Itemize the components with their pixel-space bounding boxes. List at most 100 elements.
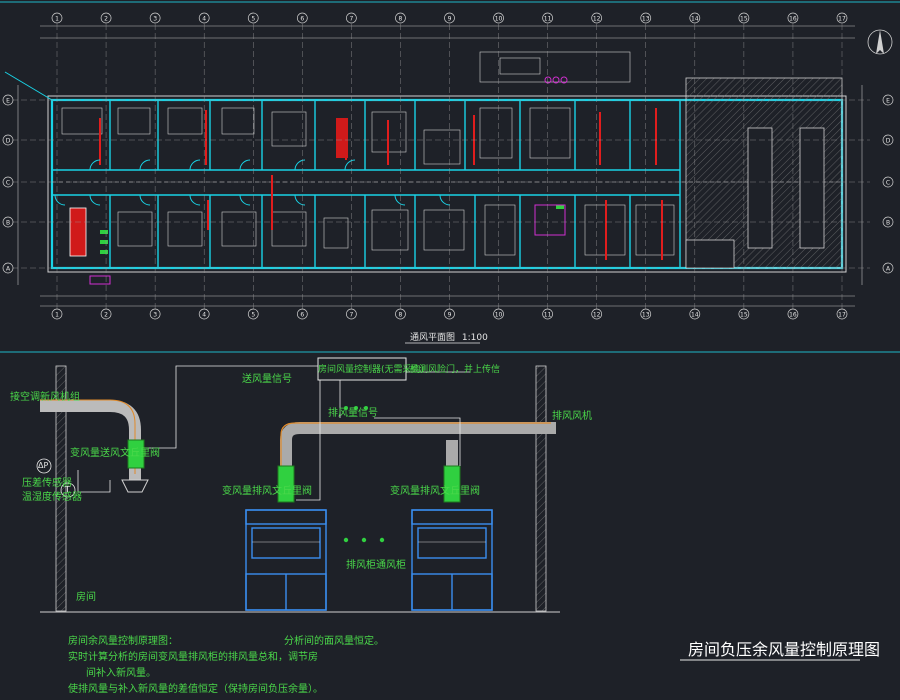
axis-bubble [346,12,357,24]
supply-venturi-valve [127,439,145,469]
axis-label-col: 6 [300,16,304,23]
axis-bubble [787,308,799,320]
axis-bubble [2,134,14,146]
axis-bubble [100,308,112,320]
axis-bubble [591,12,603,24]
room-controller-box [317,357,407,381]
axis-label-row: B [6,220,10,227]
axis-label-row: A [886,266,891,273]
axis-bubble [493,308,504,320]
label-exhaust-valve-right: 变风量排风文丘里阀 [390,486,480,497]
note-line-1: 房间余风量控制原理图： [68,636,178,647]
axis-label-row: E [886,98,890,105]
axis-label-col: 2 [104,312,108,319]
axis-bubble [738,12,750,24]
axis-bubble [2,94,14,106]
axis-label-col: 15 [740,16,748,23]
axis-bubble [247,308,259,320]
axis-bubble [296,12,308,24]
axis-bubble [395,308,406,320]
axis-label-col: 10 [495,16,503,23]
axis-bubble [689,308,701,320]
label-supply-valve: 变风量送风文丘里阀 [70,448,160,459]
axis-label-col: 13 [642,312,650,319]
axis-label-row: C [6,180,10,187]
label-ac-supply: 接空调新风机组 [10,392,80,403]
axis-label-col: 6 [300,312,304,319]
label-dp-tag: ΔP [38,461,49,470]
axis-bubble [296,308,308,320]
axis-bubble [493,12,504,24]
axis-label-col: 14 [691,312,699,319]
axis-label-col: 1 [55,312,59,319]
schematic-title: 房间负压余风量控制原理图 [688,640,881,659]
axis-bubble [542,308,553,320]
axis-bubble [640,308,652,320]
right-wall [535,365,547,612]
label-room: 房间 [76,592,96,603]
axis-bubble [836,308,848,320]
axis-bubble [149,308,161,320]
axis-label-row: D [6,138,11,145]
label-door-signal: 检测风险门，并上传信 [410,365,501,375]
axis-label-col: 8 [399,16,403,23]
axis-bubble [51,308,63,320]
axis-bubble [542,12,553,24]
axis-bubble [882,176,894,188]
exhaust-venturi-valve-left [277,465,295,503]
axis-bubble [882,134,894,146]
axis-label-col: 16 [789,16,797,23]
axis-label-col: 15 [740,312,748,319]
axis-bubble [882,262,894,274]
control-schematic [36,357,860,661]
axis-bubble [51,12,63,24]
axis-bubble [395,12,406,24]
plan-title-text: 通风平面图 [410,332,455,343]
label-exhaust-fan: 排风风机 [552,411,592,422]
axis-label-col: 17 [838,16,846,23]
axis-bubble [247,12,259,24]
axis-label-col: 5 [251,16,255,23]
note-line-3: 间补入新风量。 [86,668,156,679]
label-exhaust-signal: 送风量信号 [242,374,292,385]
axis-label-col: 16 [789,312,797,319]
plan-title: 通风平面图 1:100 [410,332,488,343]
axis-label-col: 5 [251,312,255,319]
pressure-sensor-icon [36,458,52,474]
axis-bubble [198,12,210,24]
label-controller: 房间风量控制器(无需采购) [318,365,425,375]
axis-bubble [444,12,455,24]
temperature-sensor-icon [60,482,76,498]
axis-label-col: 9 [448,312,452,319]
axis-label-col: 12 [593,16,601,23]
floor-plan: 1122334455667788991010111112121313141415… [0,1,900,353]
axis-bubble [836,12,848,24]
label-exhaust-signal-2: 排风量信号 [328,408,378,419]
label-t-tag: T [65,485,70,494]
north-arrow-icon [867,29,893,55]
axis-bubble [2,216,14,228]
note-line-5: 分析间的面风量恒定。 [284,636,384,647]
axis-label-col: 2 [104,16,108,23]
axis-bubble [591,308,603,320]
axis-bubble [689,12,701,24]
axis-bubble [640,12,652,24]
note-line-2: 实时计算分析的房间变风量排风柜的排风量总和，调节房 [68,652,318,663]
axis-label-col: 1 [55,16,59,23]
axis-bubble [738,308,750,320]
axis-bubble [198,308,210,320]
plan-scale-text: 1:100 [462,333,488,343]
axis-label-col: 3 [153,16,157,23]
axis-label-col: 4 [202,16,206,23]
axis-label-col: 7 [349,312,353,319]
label-pressure-sensor: 压差传感器 [22,478,72,489]
axis-label-row: D [886,138,891,145]
label-temp-humidity: 温湿度传感器 [22,492,82,503]
axis-label-col: 12 [593,312,601,319]
fume-hood-left [245,509,327,611]
axis-label-col: 9 [448,16,452,23]
axis-label-col: 8 [399,312,403,319]
label-exhaust-valve-left: 变风量排风文丘里阀 [222,486,312,497]
